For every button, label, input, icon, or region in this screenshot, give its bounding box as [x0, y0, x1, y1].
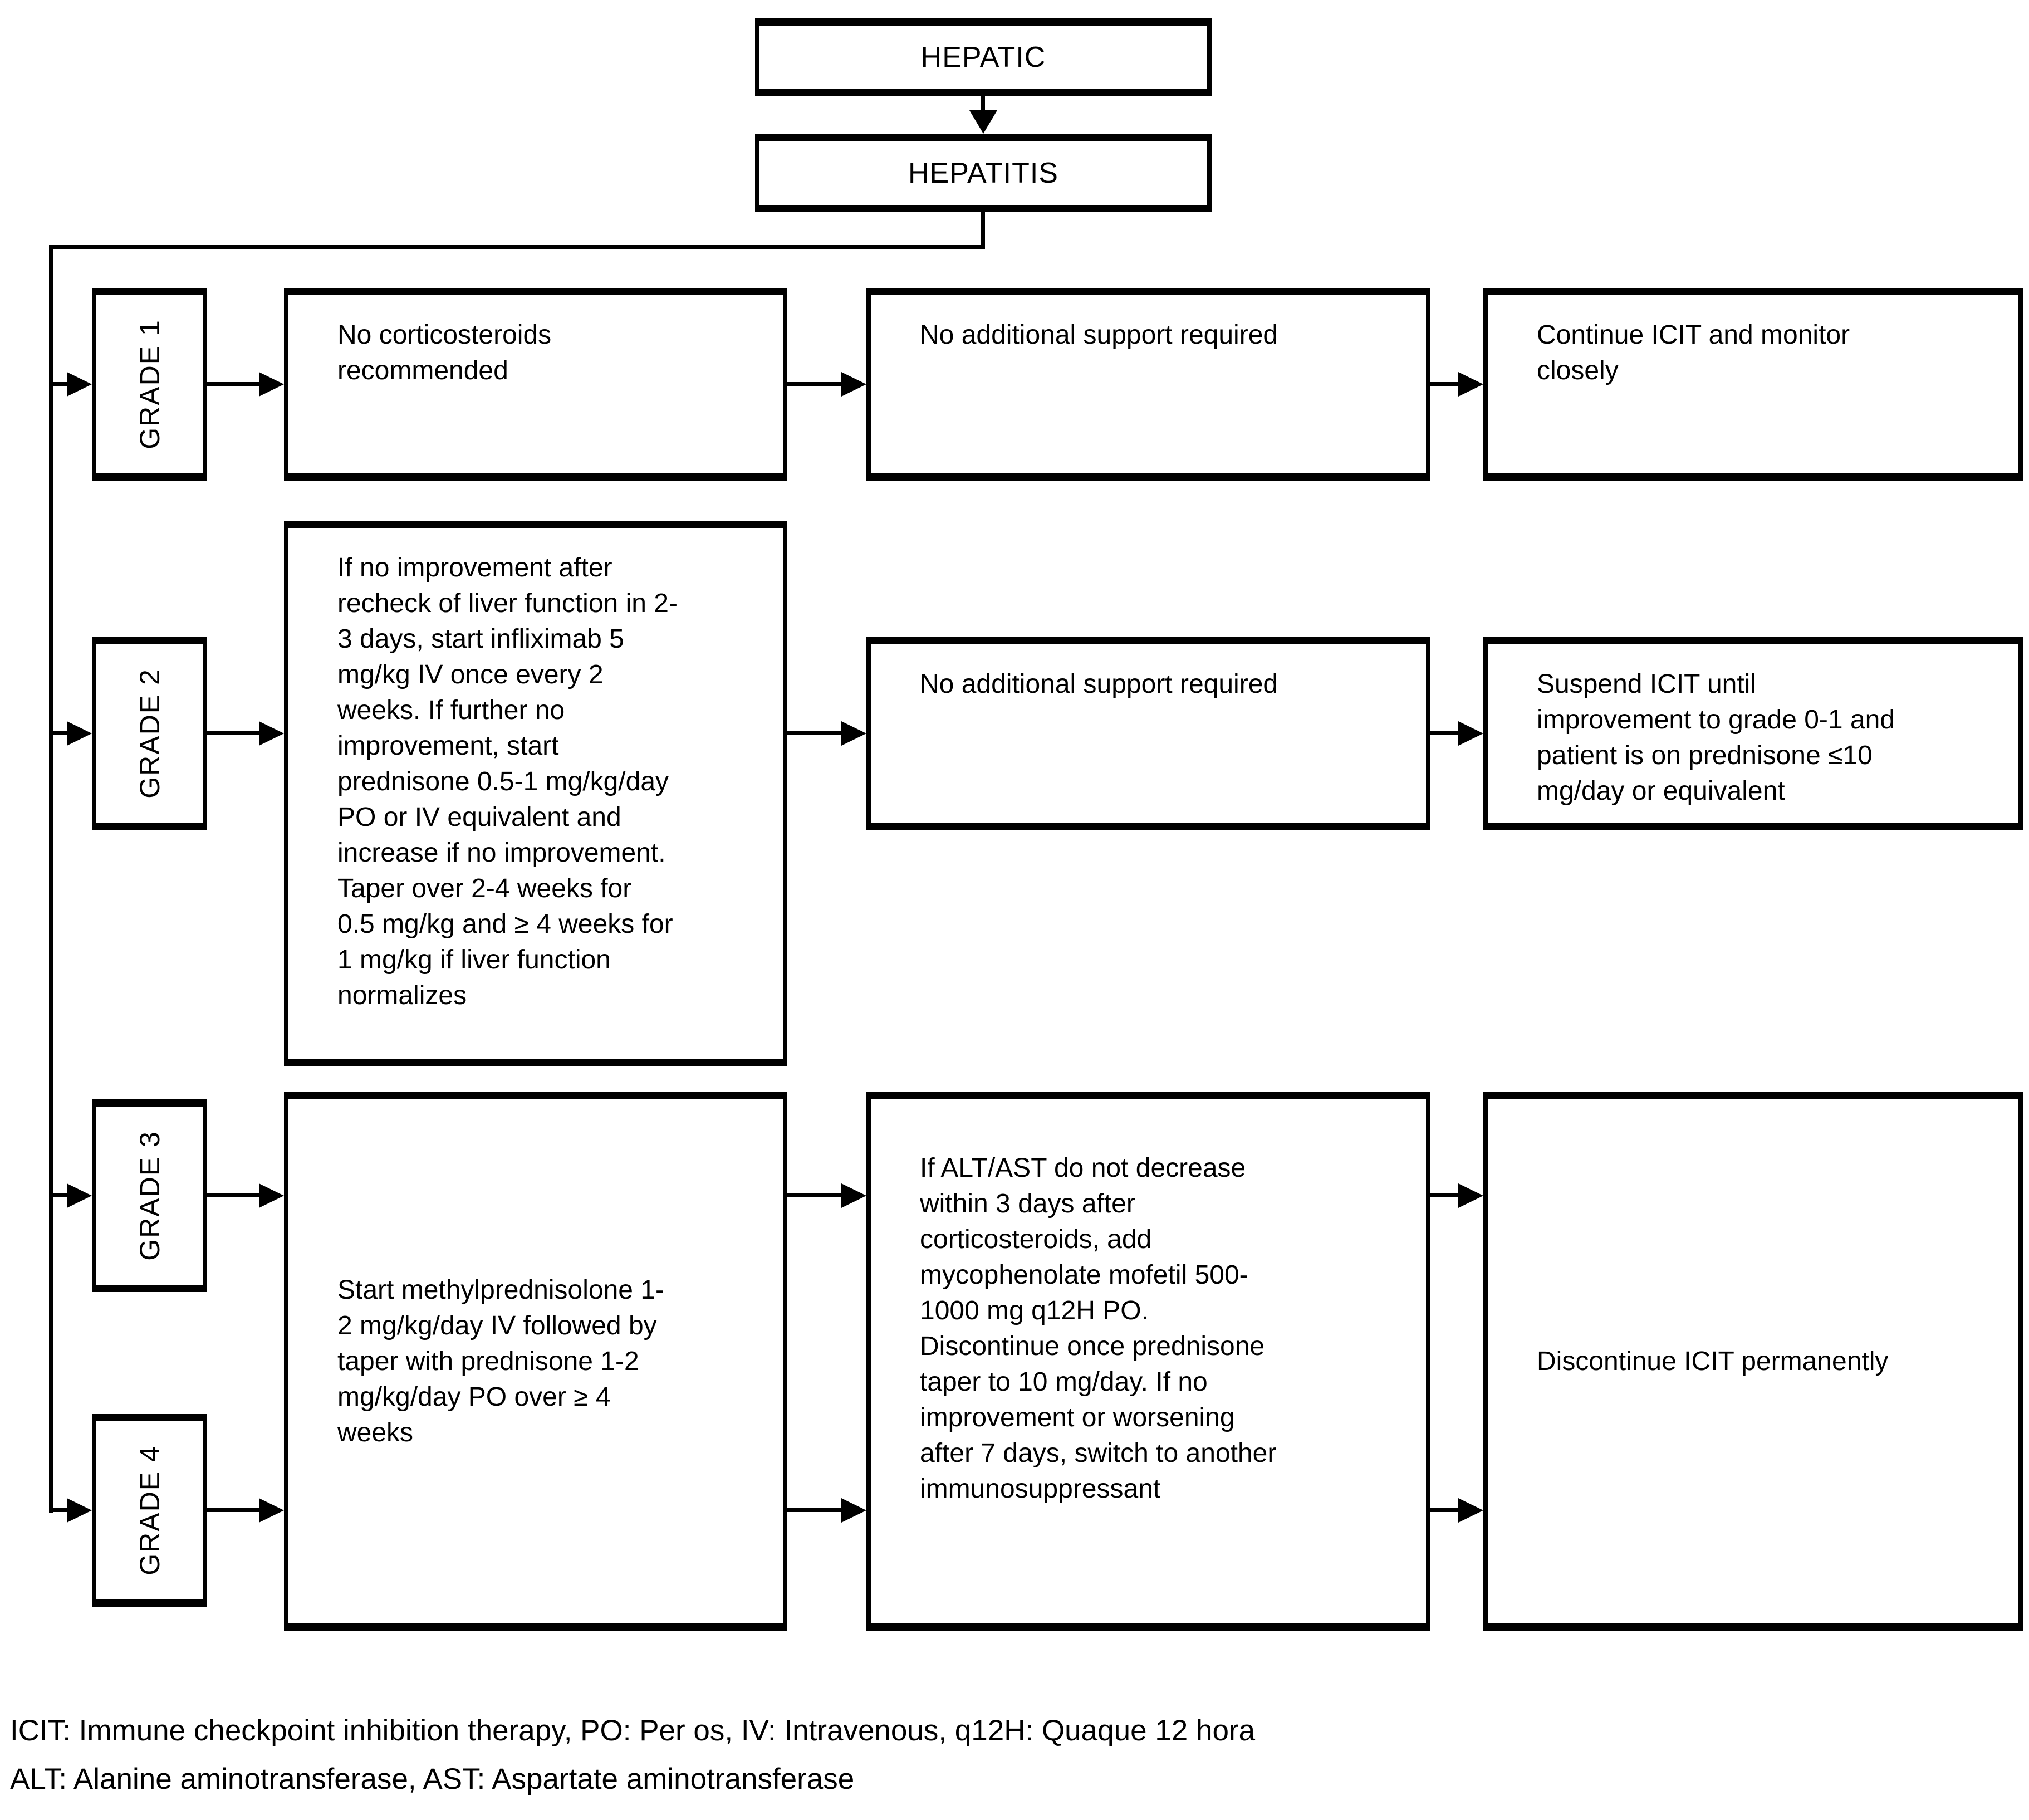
- hepatic-box: HEPATIC: [755, 18, 1212, 96]
- spine-line: [49, 245, 53, 1513]
- arrow-grade2-support-to-outcome-head: [1458, 721, 1483, 746]
- arrow-grade1-treatment-to-support-head: [841, 372, 866, 397]
- arrow-grade1-to-treatment-shaft: [207, 382, 261, 386]
- grade2-outcome-box: Suspend ICIT until improvement to grade …: [1483, 637, 2023, 830]
- grade2-label-box: GRADE 2: [92, 637, 207, 830]
- arrow-grade2-support-to-outcome-shaft: [1430, 731, 1460, 735]
- grade2-support-box: No additional support required: [866, 637, 1430, 830]
- grade4-label-box: GRADE 4: [92, 1414, 207, 1607]
- arrow-grade4-support-to-outcome-shaft: [1430, 1508, 1460, 1512]
- arrow-grade1-support-to-outcome-head: [1458, 372, 1483, 397]
- arrow-spine-to-grade4-head: [67, 1498, 92, 1523]
- arrow-grade4-to-treatment-shaft: [207, 1508, 261, 1512]
- connector-hepatitis-drop: [981, 212, 985, 247]
- arrow-grade3-treatment-to-support-shaft: [787, 1193, 843, 1197]
- arrow-grade2-treatment-to-support-shaft: [787, 731, 843, 735]
- grade3-4-treatment-box: Start methylprednisolone 1- 2 mg/kg/day …: [284, 1092, 787, 1631]
- arrow-hepatic-to-hepatitis-head: [969, 110, 997, 134]
- arrow-hepatic-to-hepatitis-shaft: [981, 96, 985, 113]
- arrow-grade4-treatment-to-support-shaft: [787, 1508, 843, 1512]
- arrow-grade3-support-to-outcome-head: [1458, 1183, 1483, 1208]
- arrow-grade3-to-treatment-shaft: [207, 1193, 261, 1197]
- grade2-label: GRADE 2: [134, 668, 165, 799]
- hepatitis-box: HEPATITIS: [755, 134, 1212, 212]
- grade3-label-box: GRADE 3: [92, 1099, 207, 1292]
- arrow-grade1-treatment-to-support-shaft: [787, 382, 843, 386]
- arrow-grade1-to-treatment-head: [259, 372, 284, 397]
- grade1-treatment-box: No corticosteroids recommended: [284, 288, 787, 481]
- grade1-outcome-box: Continue ICIT and monitor closely: [1483, 288, 2023, 481]
- arrow-spine-to-grade4-shaft: [49, 1508, 71, 1512]
- grade2-treatment-box: If no improvement after recheck of liver…: [284, 521, 787, 1066]
- arrow-grade2-treatment-to-support-head: [841, 721, 866, 746]
- arrow-grade1-support-to-outcome-shaft: [1430, 382, 1460, 386]
- footnote-abbreviations-line2: ALT: Alanine aminotransferase, AST: Aspa…: [10, 1763, 855, 1795]
- arrow-grade2-to-treatment-shaft: [207, 731, 261, 735]
- arrow-spine-to-grade2-head: [67, 721, 92, 746]
- arrow-grade3-treatment-to-support-head: [841, 1183, 866, 1208]
- arrow-grade2-to-treatment-head: [259, 721, 284, 746]
- arrow-grade4-support-to-outcome-head: [1458, 1498, 1483, 1523]
- arrow-spine-to-grade1-head: [67, 372, 92, 397]
- arrow-spine-to-grade1-shaft: [49, 382, 71, 386]
- arrow-spine-to-grade3-shaft: [49, 1193, 71, 1197]
- arrow-grade3-to-treatment-head: [259, 1183, 284, 1208]
- arrow-spine-to-grade2-shaft: [49, 731, 71, 735]
- grade3-4-outcome-box: Discontinue ICIT permanently: [1483, 1092, 2023, 1631]
- grade1-label-box: GRADE 1: [92, 288, 207, 481]
- arrow-spine-to-grade3-head: [67, 1183, 92, 1208]
- arrow-grade4-treatment-to-support-head: [841, 1498, 866, 1523]
- grade1-label: GRADE 1: [134, 319, 165, 449]
- arrow-grade3-support-to-outcome-shaft: [1430, 1193, 1460, 1197]
- grade1-support-box: No additional support required: [866, 288, 1430, 481]
- grade3-label: GRADE 3: [134, 1131, 165, 1261]
- grade4-label: GRADE 4: [134, 1445, 165, 1576]
- arrow-grade4-to-treatment-head: [259, 1498, 284, 1523]
- connector-horizontal: [49, 245, 985, 249]
- footnote-abbreviations-line1: ICIT: Immune checkpoint inhibition thera…: [10, 1714, 1256, 1747]
- grade3-4-support-box: If ALT/AST do not decrease within 3 days…: [866, 1092, 1430, 1631]
